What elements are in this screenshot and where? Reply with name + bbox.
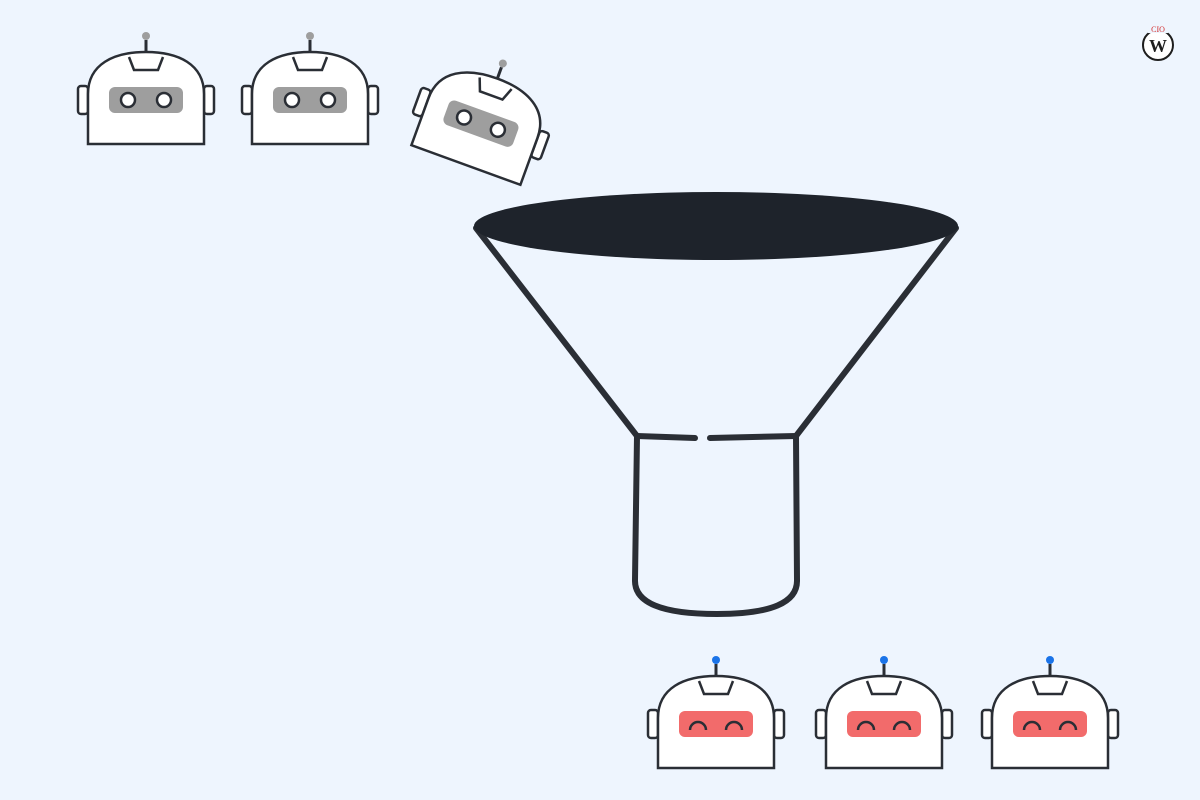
logo-letter: W	[1149, 36, 1167, 56]
logo-top-text: CIO	[1151, 25, 1165, 34]
brand-logo: CIO W	[1142, 24, 1174, 61]
logo-ring-gap	[1148, 24, 1168, 33]
funnel-icon	[473, 192, 959, 618]
